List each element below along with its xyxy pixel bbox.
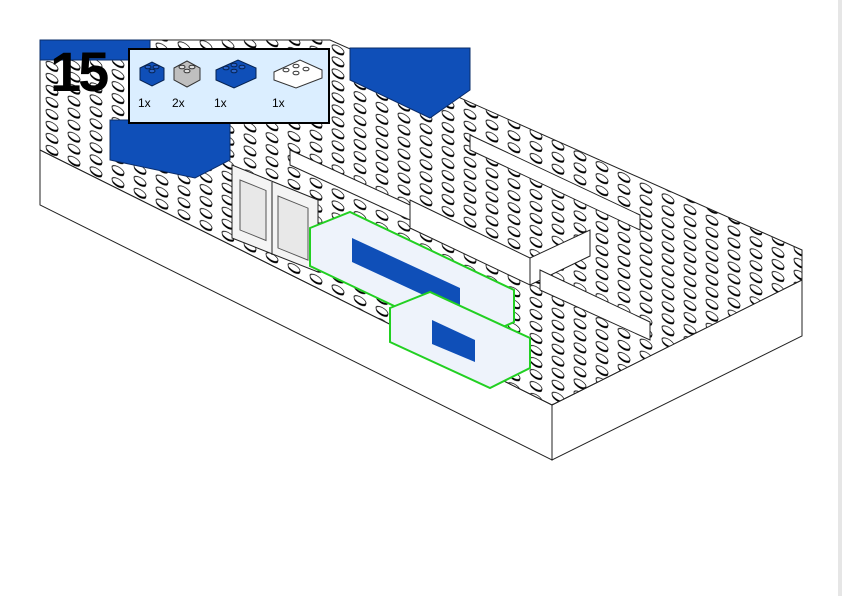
- part-qty: 1x: [138, 96, 151, 110]
- part-qty: 1x: [214, 96, 227, 110]
- part-qty: 2x: [172, 96, 185, 110]
- door-element: [231, 164, 319, 273]
- step-number: 15: [50, 40, 109, 103]
- part-item: [272, 56, 324, 90]
- inner-walls: [289, 134, 651, 341]
- part-item: [138, 56, 166, 90]
- page-edge: [838, 0, 842, 596]
- brick-2x2-blue-icon: [139, 61, 165, 87]
- part-item: [214, 56, 258, 90]
- brick-2x2-gray-icon: [173, 60, 201, 88]
- part-qty: 1x: [272, 96, 285, 110]
- brick-2x4-white-icon: [273, 59, 323, 89]
- brick-2x4-blue-icon: [215, 59, 257, 89]
- parts-list-panel: 1x 2x 1x 1x: [128, 48, 330, 124]
- part-item: [172, 56, 202, 90]
- blue-brick-back-right: [349, 47, 471, 119]
- new-brick-row-lower: [389, 290, 531, 390]
